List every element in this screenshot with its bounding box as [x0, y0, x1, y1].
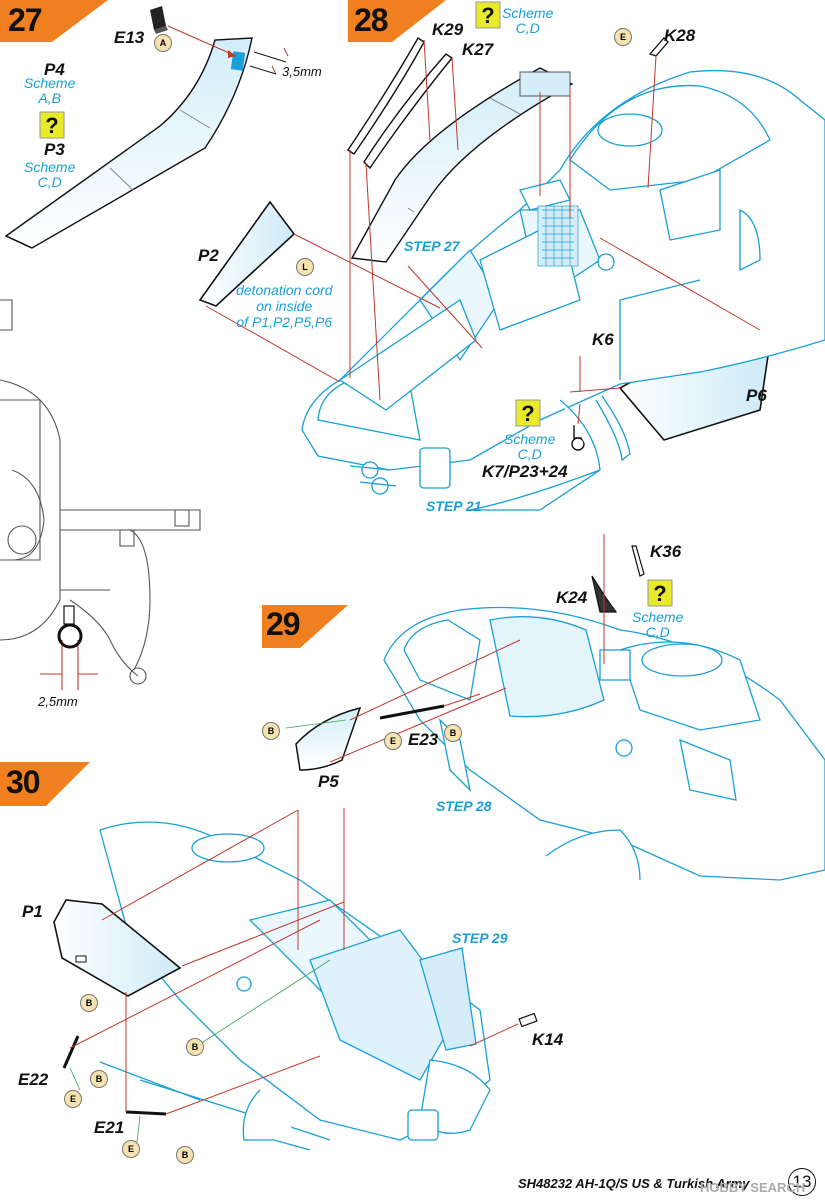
glue-letter: B [95, 1074, 103, 1084]
glue-drop-icon: E [64, 1090, 82, 1108]
page-number: 13 [788, 1168, 816, 1196]
label-e23: E23 [408, 730, 439, 749]
step-27-flag [0, 0, 108, 42]
k28-part [648, 37, 669, 57]
glue-letter: B [267, 726, 275, 736]
p5-panel [295, 706, 362, 771]
glue-drop-icon: A [154, 34, 172, 52]
e22-rod [62, 1035, 80, 1069]
scheme-cd-text: Scheme C,D [502, 5, 554, 36]
svg-text:?: ? [45, 113, 58, 138]
ring-fitting [57, 605, 83, 649]
dimension-2-5mm: 2,5mm [38, 694, 78, 709]
e23-rod [379, 704, 445, 720]
k29-frame [347, 36, 425, 155]
footer-title: SH48232 AH-1Q/S US & Turkish Army [518, 1176, 750, 1191]
scheme-question-icon: ? [475, 1, 501, 29]
label-p6: P6 [746, 386, 767, 405]
glue-drop-icon: B [262, 722, 280, 740]
label-p2: P2 [198, 246, 219, 265]
glue-letter: B [181, 1150, 189, 1160]
label-e13: E13 [114, 28, 145, 47]
scheme-cd-text: Scheme C,D [504, 431, 556, 462]
label-k7: K7/P23+24 [482, 462, 568, 481]
step29-arrows [329, 534, 605, 763]
glue-drop-icon: L [296, 258, 314, 276]
scheme-question-icon: ? [647, 579, 673, 607]
step-28-flag [348, 0, 446, 42]
label-e22: E22 [18, 1070, 49, 1089]
scheme-cd-text: Scheme C,D [24, 159, 76, 190]
glue-letter: A [159, 38, 167, 48]
label-k27: K27 [462, 40, 494, 59]
glue-drop-icon: B [176, 1146, 194, 1164]
step-30-number: 30 [6, 764, 41, 800]
k24-part [591, 575, 618, 613]
scheme-ab-text: Scheme A,B [24, 75, 76, 106]
glue-letter: E [69, 1094, 76, 1104]
stepref-27: STEP 27 [404, 238, 460, 254]
step30-arrows [69, 808, 519, 1115]
e13-part [150, 6, 168, 34]
label-k6: K6 [592, 330, 614, 349]
glue-letter: B [449, 728, 457, 738]
step27-glass-strip [4, 37, 253, 249]
glue-drop-icon: B [186, 1038, 204, 1056]
step-29-number: 29 [266, 606, 301, 642]
label-k36: K36 [650, 542, 682, 561]
glue-drop-icon: B [444, 724, 462, 742]
detonation-note: detonation cord on inside of P1,P2,P5,P6 [236, 282, 333, 330]
glue-letter: E [619, 32, 626, 42]
e21-rod [125, 1110, 167, 1116]
heli-step30 [99, 821, 491, 1151]
stepref-21: STEP 21 [426, 498, 482, 514]
glue-drop-icon: E [122, 1140, 140, 1158]
k36-part [631, 545, 645, 577]
p1-panel [53, 899, 182, 997]
step-28-number: 28 [354, 2, 389, 38]
label-k24: K24 [556, 588, 588, 607]
scheme-question-icon: ? [39, 111, 65, 139]
glue-drop-icon: E [384, 732, 402, 750]
scheme-cd-text: Scheme C,D [632, 609, 684, 640]
k14-part [518, 1012, 538, 1028]
step-29-flag [262, 605, 348, 648]
label-k29: K29 [432, 20, 464, 39]
watermark: HOBBY SEARCH [700, 1180, 806, 1195]
label-e21: E21 [94, 1118, 125, 1137]
step-30-flag [0, 762, 90, 806]
label-p3: P3 [44, 140, 65, 159]
glue-drop-icon: B [90, 1070, 108, 1088]
step28-arrows [205, 39, 761, 425]
glue-letter: B [191, 1042, 199, 1052]
label-p4: P4 [44, 60, 65, 79]
label-k28: K28 [664, 26, 696, 45]
stepref-29: STEP 29 [452, 930, 508, 946]
glue-drop-icon: B [80, 994, 98, 1012]
glue-letter: E [127, 1144, 134, 1154]
cockpit-grid [537, 205, 579, 267]
svg-text:?: ? [653, 581, 666, 606]
glue-drop-icon: E [614, 28, 632, 46]
label-p5: P5 [318, 772, 339, 791]
svg-text:?: ? [521, 401, 534, 426]
heli-step29 [383, 606, 825, 881]
step-27-number: 27 [8, 2, 43, 38]
glue-letter: B [85, 998, 93, 1008]
svg-text:?: ? [481, 3, 494, 28]
label-p1: P1 [22, 902, 43, 921]
canopy-top-strip [350, 67, 574, 263]
glue-letter: L [302, 262, 308, 272]
step27-side-view [0, 299, 201, 690]
dimension-3-5mm: 3,5mm [282, 64, 322, 79]
stepref-28: STEP 28 [436, 798, 492, 814]
label-k14: K14 [532, 1030, 564, 1049]
scheme-question-icon: ? [515, 399, 541, 427]
heli-step28 [301, 69, 825, 511]
glue-letter: E [389, 736, 396, 746]
